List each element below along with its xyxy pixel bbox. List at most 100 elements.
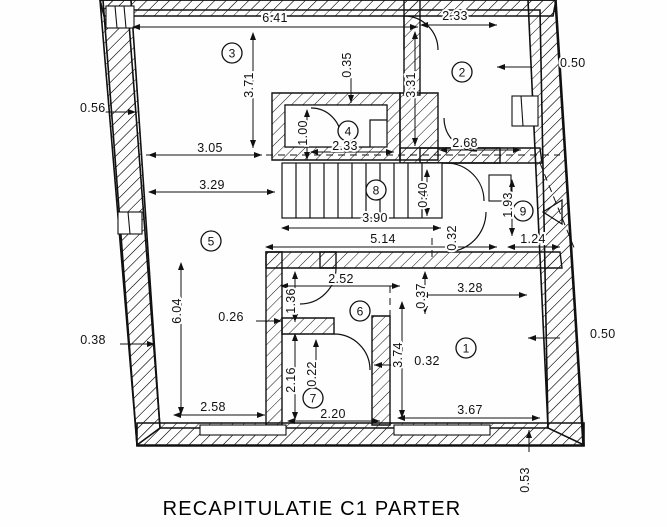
room-badge-circle [512,200,534,222]
dimension-value: 0.32 [414,354,440,368]
room-badge-label: 7 [310,392,317,406]
dimension-value-halo: 0.35 [340,52,354,78]
room-badge-label: 1 [463,342,470,356]
dimension-value: 3.29 [199,178,225,192]
dimension-value-halo: 3.05 [197,141,223,155]
room-badge-label: 9 [520,205,527,219]
dimension-value: 0.53 [518,467,532,493]
dimension-value: 1.24 [520,232,546,246]
room-badge-circle [200,230,222,252]
dimension-value-halo: 6.41 [262,11,288,25]
dimension-value: 2.52 [328,272,354,286]
dimension-value: 3.67 [457,403,483,417]
dimension-value-halo: 0.37 [414,283,428,309]
dimension-value: 0.35 [340,52,354,78]
room-badge-6[interactable]: 6 [349,300,371,322]
leader-lines [104,64,560,452]
room-badge-circle [221,42,243,64]
dimension-value-halo: 1.93 [501,192,515,218]
dimension-value-halo: 2.58 [200,400,226,414]
dimension-value: 0.22 [305,361,319,387]
dimension-value-halo: 6.04 [170,298,184,324]
room-badge-circle [451,61,473,83]
dimension-value: 0.40 [416,182,430,208]
dimension-value: 0.56 [80,101,106,115]
window-openings [105,5,539,436]
room-number-badges: 1 2 3 4 5 6 7 8 9 [200,42,534,409]
dimension-value: 3.05 [197,141,223,155]
dimension-value-halo: 3.28 [457,281,483,295]
dimension-value-halo: 0.53 [518,467,532,493]
room-badge-circle [302,387,324,409]
dimension-value: 0.32 [445,225,459,251]
axis-line-right [539,162,576,251]
dimension-value-halo: 3.31 [404,72,418,98]
dimension-value-halo: 2.33 [442,9,468,23]
dimension-value-halo: 0.50 [590,327,616,341]
dimension-value: 0.50 [590,327,616,341]
room-badge-8[interactable]: 8 [365,179,387,201]
door-arc-room6 [299,267,337,305]
dimension-value: 0.26 [218,310,244,324]
dimension-value: 6.41 [262,11,288,25]
window-bottom-left [199,424,287,436]
dimension-value: 2.16 [284,367,298,393]
dimension-value-halo: 3.74 [391,342,405,368]
dimension-value: 3.74 [391,342,405,368]
dimension-value: 2.68 [452,136,478,150]
room-badge-9[interactable]: 9 [512,200,534,222]
room-badge-5[interactable]: 5 [200,230,222,252]
dimension-value: 2.33 [442,9,468,23]
dimension-value-halo: 0.32 [445,225,459,251]
dimension-value: 3.71 [242,72,256,98]
dimension-value-halo: 0.56 [80,101,106,115]
door-swings [299,15,487,371]
dimension-value: 2.33 [332,139,358,153]
dimension-value-halo: 0.26 [218,310,244,324]
dimension-value-halo: 3.71 [242,72,256,98]
room-badge-circle [455,337,477,359]
window-top-left [105,5,135,29]
room-badge-circle [337,120,359,142]
door-arc-room9-upper [445,162,485,202]
room-badge-3[interactable]: 3 [221,42,243,64]
dimension-value: 0.37 [414,283,428,309]
dimension-value-halo: 2.68 [452,136,478,150]
dimension-value-halo: 1.36 [284,288,298,314]
dimension-value-halo: 0.38 [80,333,106,347]
dimension-value-halo: 1.00 [296,120,310,146]
dimension-value-halo: 5.14 [370,232,396,246]
room-badge-circle [349,300,371,322]
room-badge-circle [365,179,387,201]
room-badge-label: 8 [373,184,380,198]
dimension-value-halo: 0.22 [305,361,319,387]
window-right-upper [511,95,539,127]
dimension-value: 1.93 [501,192,515,218]
dimension-value-halo: 2.20 [320,407,346,421]
door-arc-room9-lower [445,211,487,253]
dimension-value: 3.90 [362,211,388,225]
dimension-value-halo: 2.33 [332,139,358,153]
dimension-value: 6.04 [170,298,184,324]
room-badge-label: 5 [208,235,215,249]
room-badge-4[interactable]: 4 [337,120,359,142]
drawing-title: RECAPITULATIE C1 PARTER [163,498,462,520]
dimension-value-halo: 0.32 [414,354,440,368]
construction-lines [146,154,576,330]
dimension-value-halo: 3.90 [362,211,388,225]
dimension-value-halo: 3.67 [457,403,483,417]
dimension-value: 5.14 [370,232,396,246]
dimension-value: 0.38 [80,333,106,347]
room-badge-1[interactable]: 1 [455,337,477,359]
door-arc-room7 [333,333,371,371]
dimension-value-halo: 0.50 [560,56,586,70]
room-badge-7[interactable]: 7 [302,387,324,409]
entrance-marker [541,198,563,226]
room-badge-label: 4 [345,125,352,139]
dimension-value: 0.50 [560,56,586,70]
dimension-value: 3.31 [404,72,418,98]
room-badge-2[interactable]: 2 [451,61,473,83]
room-badge-label: 2 [459,66,466,80]
